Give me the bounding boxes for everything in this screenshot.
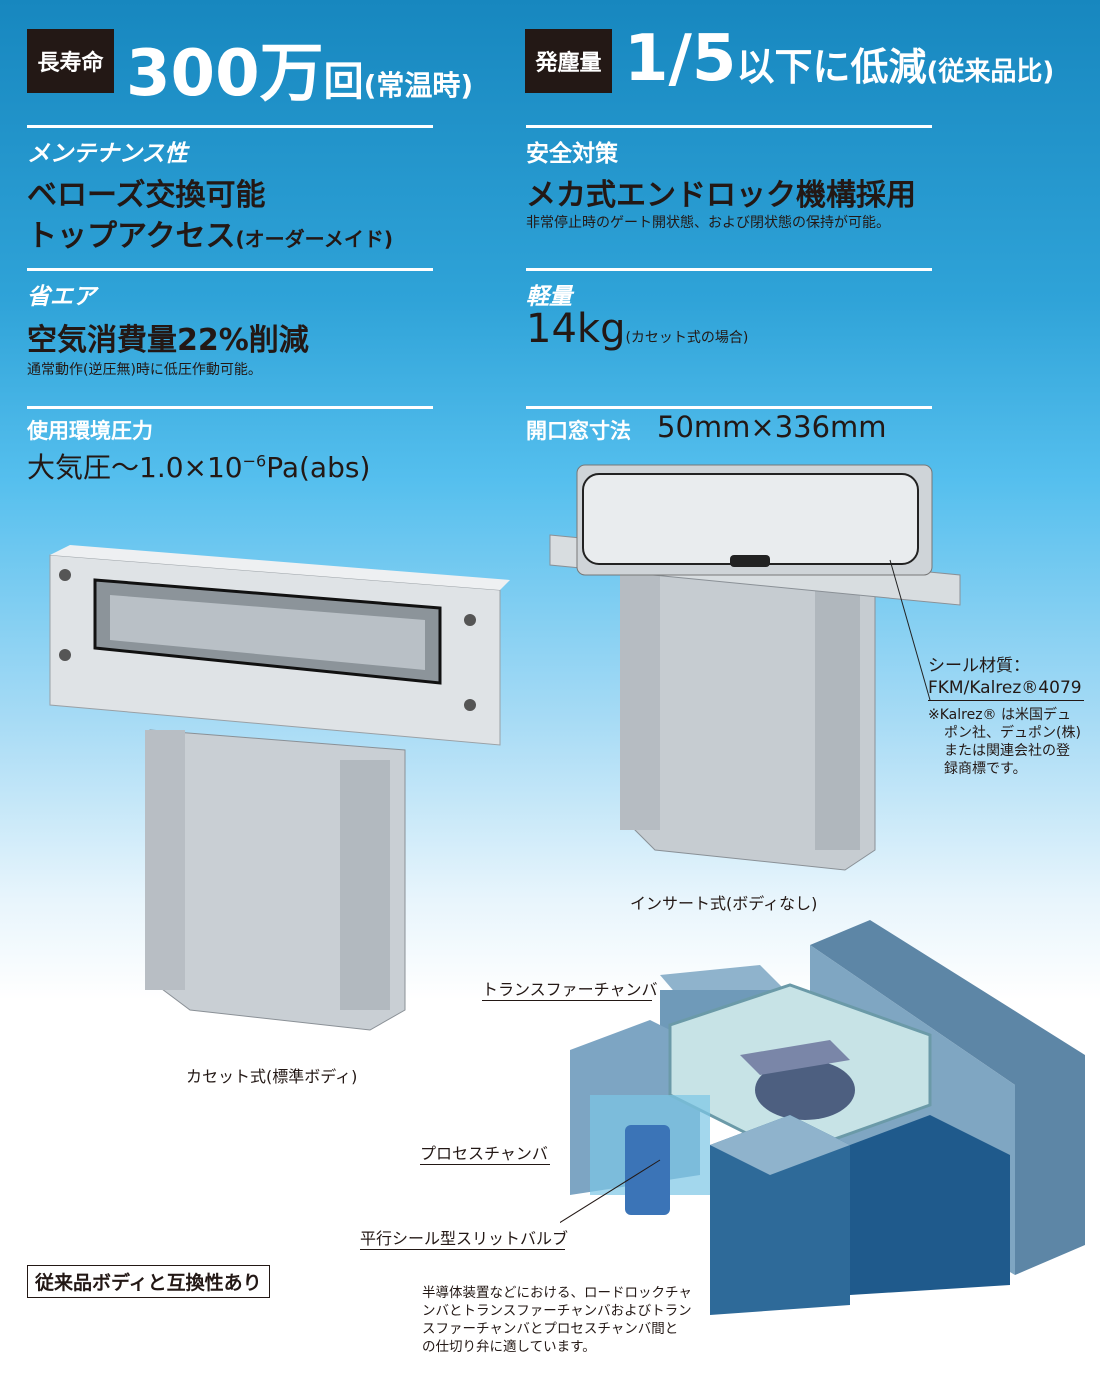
- opening-value: 50mm×336mm: [657, 410, 887, 444]
- weight-note: (カセット式の場合): [625, 330, 749, 346]
- weight-value-line: 14kg(カセット式の場合): [526, 306, 748, 352]
- air-saving-text: 空気消費量22%削減: [27, 323, 309, 358]
- long-life-tag: 長寿命: [27, 29, 114, 93]
- dust-text: 以下に低減: [736, 45, 927, 89]
- divider: [27, 406, 433, 409]
- top-access-text: トップアクセス: [27, 219, 236, 254]
- dust-value: 1/5: [624, 22, 737, 96]
- pressure-value: 大気圧〜1.0×10−6Pa(abs): [27, 446, 370, 486]
- application-description: 半導体装置などにおける、ロードロックチャ ンバとトランスファーチャンバおよびトラ…: [422, 1284, 692, 1356]
- cycles-note: (常温時): [363, 69, 474, 102]
- trademark-line: ポン社、デュポン(株): [944, 725, 1081, 741]
- divider: [27, 268, 433, 271]
- safety-text: メカ式エンドロック機構採用: [526, 178, 916, 213]
- slit-valve-label: 平行シール型スリットバルブ: [360, 1225, 568, 1250]
- cycles-unit: 回: [323, 59, 364, 105]
- safety-heading: 安全対策: [526, 141, 618, 167]
- seal-material: FKM/Kalrez®4079: [928, 678, 1082, 698]
- cassette-caption: カセット式(標準ボディ): [186, 1067, 358, 1086]
- maintenance-line1: ベローズ交換可能: [27, 178, 266, 213]
- pressure-unit: Pa(abs): [266, 451, 371, 484]
- pressure-exponent: −6: [242, 451, 267, 471]
- weight-heading: 軽量: [526, 284, 572, 310]
- seal-callout: シール材質： FKM/Kalrez®4079: [928, 655, 1082, 699]
- cassette-valve-image: [49, 545, 510, 1031]
- trademark-note: ※Kalrez® は米国デュ ポン社、デュポン(株) または関連会社の登 録商標…: [928, 706, 1081, 778]
- compatibility-badge: 従来品ボディと互換性あり: [27, 1265, 270, 1298]
- trademark-line: 録商標です。: [944, 761, 1027, 777]
- made-to-order-note: (オーダーメイド): [235, 227, 393, 251]
- opening-heading: 開口窓寸法: [526, 419, 631, 443]
- cluster-tool-illustration: [560, 920, 1085, 1315]
- insert-valve-image: [549, 464, 961, 871]
- dust-note: (従来品比): [926, 57, 1055, 87]
- process-chamber-label: プロセスチャンバ: [420, 1140, 550, 1165]
- maintenance-heading: メンテナンス性: [27, 141, 188, 167]
- seal-label: シール材質：: [928, 656, 1030, 676]
- divider: [526, 125, 932, 128]
- description-line: スファーチャンバとプロセスチャンバ間と: [422, 1321, 679, 1337]
- pressure-heading: 使用環境圧力: [27, 419, 153, 443]
- dust-headline: 1/5以下に低減(従来品比): [624, 22, 1054, 96]
- trademark-line: または関連会社の登: [944, 743, 1070, 759]
- divider: [526, 406, 932, 409]
- insert-caption: インサート式(ボディなし): [630, 894, 818, 913]
- divider: [27, 125, 433, 128]
- pressure-range: 大気圧〜1.0×10: [27, 451, 243, 484]
- divider: [526, 268, 932, 271]
- trademark-line: ※Kalrez® は米国デュ: [928, 707, 1071, 723]
- callout-line: [928, 700, 1084, 701]
- dust-tag: 発塵量: [525, 29, 612, 93]
- long-life-headline: 300万回(常温時): [126, 22, 473, 114]
- maintenance-line2: トップアクセス(オーダーメイド): [27, 211, 393, 255]
- description-line: ンバとトランスファーチャンバおよびトラン: [422, 1303, 692, 1319]
- transfer-chamber-label: トランスファーチャンバ: [482, 976, 658, 1001]
- weight-value: 14kg: [526, 306, 626, 352]
- air-saving-heading: 省エア: [27, 284, 96, 310]
- description-line: 半導体装置などにおける、ロードロックチャ: [422, 1285, 692, 1301]
- safety-note: 非常停止時のゲート開状態、および閉状態の保持が可能。: [526, 215, 890, 231]
- cycles-value: 300万: [126, 37, 324, 111]
- description-line: の仕切り弁に適しています。: [422, 1339, 596, 1355]
- air-saving-note: 通常動作(逆圧無)時に低圧作動可能。: [27, 362, 262, 378]
